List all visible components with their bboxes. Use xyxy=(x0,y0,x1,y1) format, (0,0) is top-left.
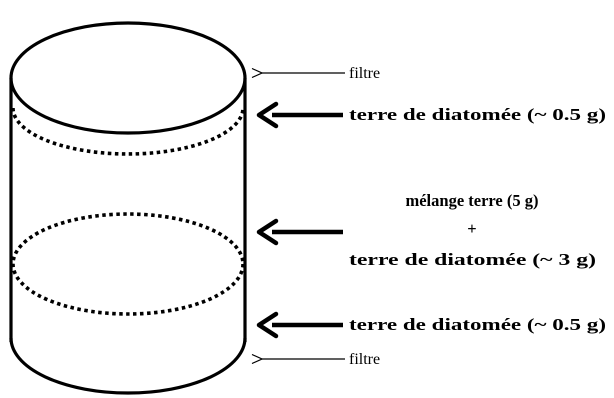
top-diatom-label: terre de diatomée (~ 0.5 g) xyxy=(349,105,606,124)
cylinder xyxy=(9,21,247,395)
mixture-label-line2: terre de diatomée (~ 3 g) xyxy=(349,250,596,269)
mixture-label-line1: mélange terre (5 g) xyxy=(405,191,538,210)
layer-boundaries xyxy=(11,107,245,316)
mixture-plus-label: + xyxy=(467,219,476,238)
bottom-filter-label: filtre xyxy=(349,351,380,368)
labels: filtre terre de diatomée (~ 0.5 g) mélan… xyxy=(349,65,606,368)
mixture-arrow-head xyxy=(256,218,279,246)
bottom-diatom-label: terre de diatomée (~ 0.5 g) xyxy=(349,315,606,334)
cylinder-top-ellipse xyxy=(9,21,247,135)
middle-layer-boundary xyxy=(11,212,245,316)
arrows xyxy=(259,73,345,359)
top-diatom-arrow-head xyxy=(256,101,279,129)
top-filter-label: filtre xyxy=(349,65,380,82)
upper-layer-boundary xyxy=(11,107,245,156)
cylinder-bottom-arc xyxy=(9,337,247,395)
bottom-diatom-arrow-head xyxy=(256,311,279,339)
